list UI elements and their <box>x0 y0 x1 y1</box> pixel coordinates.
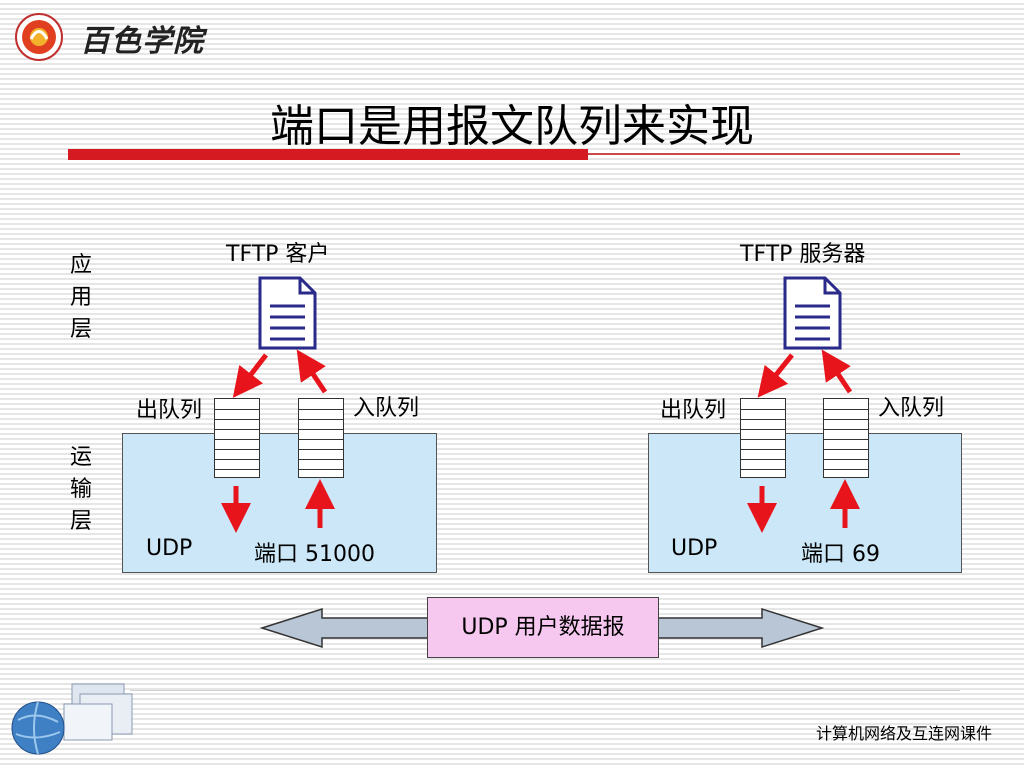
footer-caption: 计算机网络及互连网课件 <box>815 724 992 743</box>
server-udp-box <box>648 433 962 573</box>
server-out-queue-label: 出队列 <box>660 398 727 423</box>
client-in-arrow-up <box>296 349 328 394</box>
client-port-label: 端口 51000 <box>254 542 375 567</box>
college-logo: 百色学院 <box>14 10 203 62</box>
server-udp-label: UDP <box>671 536 718 561</box>
college-name: 百色学院 <box>80 24 204 59</box>
server-out-queue <box>740 398 786 478</box>
client-in-queue <box>298 398 344 478</box>
server-in-queue-label: 入队列 <box>878 396 945 421</box>
client-out-arrow-up <box>232 353 268 398</box>
server-process-label: TFTP 服务器 <box>740 242 866 267</box>
page-title: 端口是用报文队列来实现 <box>270 101 754 152</box>
server-out-arrow-up <box>757 353 794 398</box>
footer-divider <box>130 690 960 691</box>
udp-datagram-box: UDP 用户数据报 <box>427 597 659 658</box>
server-in-queue <box>823 398 869 478</box>
transport-layer-label: 运输层 <box>69 445 92 534</box>
server-document-icon <box>783 276 842 350</box>
client-out-queue <box>214 398 260 478</box>
client-out-queue-label: 出队列 <box>136 398 203 423</box>
globe-windows-icon <box>11 683 133 755</box>
client-document-icon <box>258 276 317 350</box>
client-udp-label: UDP <box>146 536 193 561</box>
college-seal-icon <box>15 13 63 61</box>
server-in-arrow-up <box>821 349 853 394</box>
title-underline-bar <box>68 149 588 160</box>
client-in-queue-label: 入队列 <box>353 396 420 421</box>
title-underline-rule <box>588 153 960 155</box>
client-udp-box <box>122 433 437 573</box>
udp-datagram-label: UDP 用户数据报 <box>461 615 625 640</box>
application-layer-label: 应用层 <box>69 253 92 342</box>
client-process-label: TFTP 客户 <box>226 242 330 267</box>
server-port-label: 端口 69 <box>801 542 880 567</box>
